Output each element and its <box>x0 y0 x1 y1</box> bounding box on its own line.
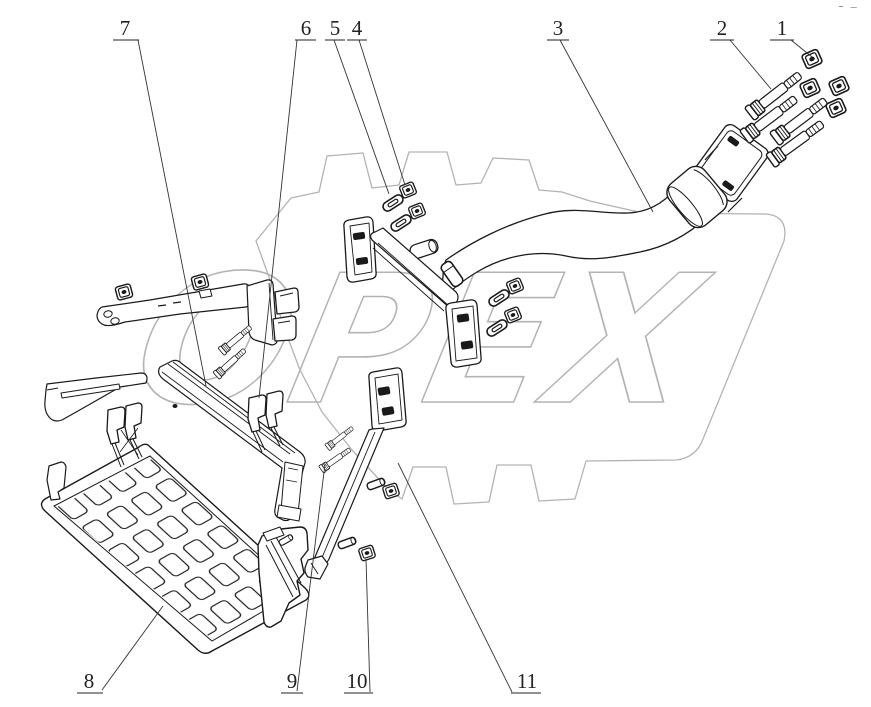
nut-icon <box>824 96 848 120</box>
part-6-mounting-bracket <box>247 390 284 453</box>
stud-icon <box>336 535 358 551</box>
step-mount-bracket-left <box>106 402 143 468</box>
tube-mounting-bracket <box>343 216 482 368</box>
nut-icon <box>190 272 210 292</box>
part-7-support-bracket <box>96 272 300 380</box>
nut-icon <box>827 74 851 98</box>
callout-leader-8 <box>101 605 164 691</box>
gear-watermark-icon <box>255 151 786 505</box>
washer-icon <box>388 212 414 234</box>
bolt-icon <box>318 445 353 474</box>
callout-leader-6 <box>258 39 298 399</box>
nut-icon <box>357 544 377 562</box>
part-1-nuts <box>798 47 851 120</box>
step-plate-end-bracket <box>257 526 309 628</box>
nut-icon <box>114 282 134 302</box>
washer-icon <box>380 192 406 214</box>
callout-leader-9 <box>296 463 326 692</box>
callout-label-5: 5 <box>330 16 341 40</box>
part-3-elbow-duct <box>409 123 769 294</box>
callout-leader-3 <box>559 39 654 213</box>
step-plate <box>40 443 310 654</box>
nut-icon <box>800 47 824 71</box>
upper-support-arm <box>44 372 148 422</box>
clamp-wedge <box>440 260 464 288</box>
callout-label-1: 1 <box>777 16 788 40</box>
callout-leader-4 <box>358 39 406 186</box>
callout-leader-11 <box>397 462 513 693</box>
callout-label-2: 2 <box>717 16 728 40</box>
callout-leader-1 <box>790 39 813 58</box>
callout-label-10: 10 <box>347 669 368 693</box>
part-10-nuts <box>357 482 401 562</box>
callout-leader-2 <box>729 39 772 90</box>
callout-label-6: 6 <box>301 16 312 40</box>
callout-label-11: 11 <box>517 669 537 693</box>
duct-collar <box>666 165 728 229</box>
corner-mark: ~ — <box>838 3 859 11</box>
callout-leader-7 <box>137 39 207 387</box>
callout-layer: 1 2 3 456 7 8 9 10 11 <box>77 16 813 694</box>
callout-label-7: 7 <box>120 16 131 40</box>
tread-grid <box>57 459 296 638</box>
callout-leader-5 <box>333 39 390 195</box>
part-11-brace-bracket <box>304 367 407 580</box>
part-8-step-plate-assembly <box>40 359 310 654</box>
nut-icon <box>798 76 822 100</box>
callout-label-9: 9 <box>287 669 298 693</box>
callout-label-4: 4 <box>352 16 363 40</box>
callout-label-3: 3 <box>553 16 564 40</box>
corner-clip <box>46 461 67 501</box>
slide-rail <box>157 359 306 522</box>
callout-leader-10 <box>365 558 371 693</box>
callout-label-8: 8 <box>84 669 95 693</box>
